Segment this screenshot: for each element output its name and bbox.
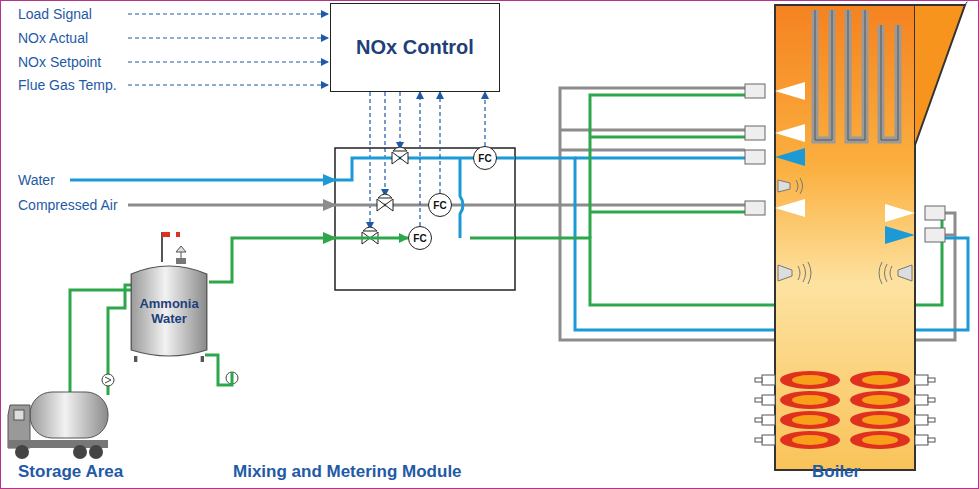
flow-controller: FC xyxy=(428,193,452,217)
instrument-tag: FC xyxy=(433,200,446,211)
ammonia-pipe xyxy=(209,238,408,282)
control-box: NOx Control xyxy=(330,3,500,92)
signal-name: NOx Setpoint xyxy=(18,54,101,70)
instrument-tag: FC xyxy=(478,153,491,164)
instrument-tag: FC xyxy=(413,233,426,244)
area-title: Mixing and Metering Module xyxy=(233,462,462,482)
signal-name: Flue Gas Temp. xyxy=(18,77,117,93)
signal-line xyxy=(439,92,440,193)
area-title: Boiler xyxy=(812,462,860,482)
storage-tank: Ammonia Water xyxy=(129,262,209,362)
area-title: Storage Area xyxy=(18,462,123,482)
line-label: Water xyxy=(18,172,55,188)
node-label: NOx Control xyxy=(356,36,474,59)
signal-name: Load Signal xyxy=(18,6,92,22)
signal-line xyxy=(419,92,420,226)
line-label: Compressed Air xyxy=(18,197,118,213)
flow-controller: FC xyxy=(408,226,432,250)
node-label: Ammonia Water xyxy=(129,297,209,327)
signal-line xyxy=(484,92,485,146)
signal-name: NOx Actual xyxy=(18,30,88,46)
flow-controller: FC xyxy=(473,146,497,170)
